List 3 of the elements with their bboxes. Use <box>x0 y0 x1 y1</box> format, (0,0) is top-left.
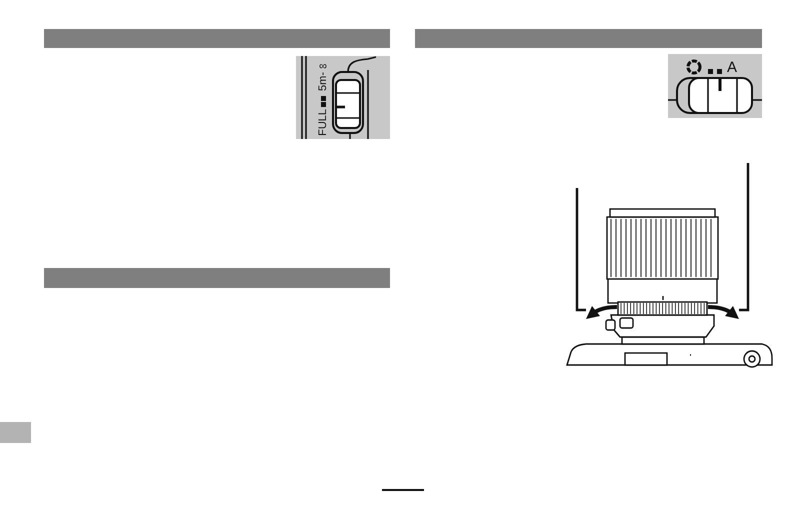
switch-position-label: FULL <box>318 109 329 136</box>
switch-position-label: A <box>727 60 738 75</box>
switch-position-label: 5m-∞ <box>318 60 329 91</box>
